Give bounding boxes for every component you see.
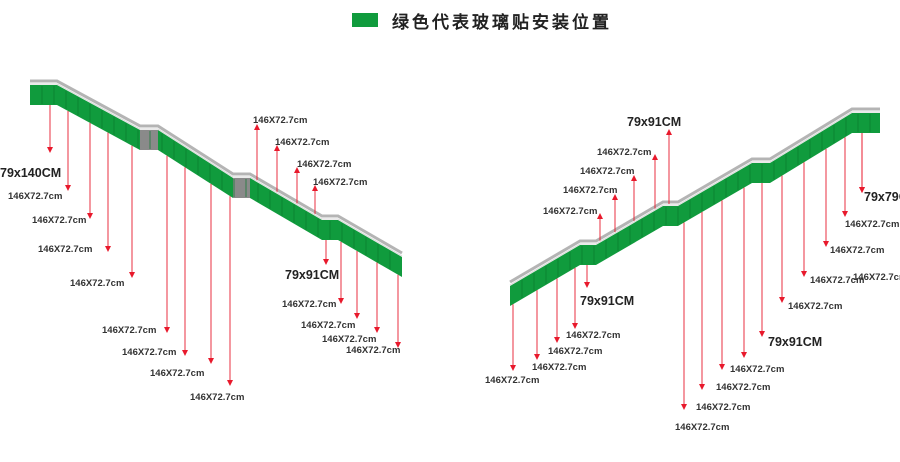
handrail-shadow: [30, 83, 403, 257]
dimension-label: 146X72.7cm: [543, 206, 597, 217]
left-stair: 79x140CM146X72.7cm146X72.7cm146X72.7cm14…: [0, 79, 403, 403]
dimension-label: 79x91CM: [285, 268, 339, 282]
dimension-label: 146X72.7cm: [346, 345, 400, 356]
dimension-label: 146X72.7cm: [8, 191, 62, 202]
glass-band: [510, 113, 880, 306]
dimension-label: 146X72.7cm: [696, 402, 750, 413]
dimension-label: 146X72.7cm: [70, 278, 124, 289]
dimension-label: 146X72.7cm: [830, 245, 884, 256]
dimension-label: 146X72.7cm: [532, 362, 586, 373]
glass-band: [30, 85, 402, 277]
dimension-label: 146X72.7cm: [675, 422, 729, 433]
dimension-label: 79x91CM: [627, 115, 681, 129]
dimension-label: 146X72.7cm: [853, 272, 900, 283]
dimension-label: 146X72.7cm: [845, 219, 899, 230]
dimension-label: 146X72.7cm: [485, 375, 539, 386]
handrail: [509, 107, 880, 284]
legend-swatch: [352, 13, 378, 27]
dimension-label: 146X72.7cm: [548, 346, 602, 357]
dimension-label: 146X72.7cm: [730, 364, 784, 375]
handrail: [30, 79, 403, 255]
dimension-label: 146X72.7cm: [150, 368, 204, 379]
dimension-label: 146X72.7cm: [275, 137, 329, 148]
dimension-label: 146X72.7cm: [788, 301, 842, 312]
dimension-label: 146X72.7cm: [38, 244, 92, 255]
dimension-label: 146X72.7cm: [580, 166, 634, 177]
dimension-label: 146X72.7cm: [322, 334, 376, 345]
dimension-label: 79x79CM: [864, 190, 900, 204]
landing-post: [140, 130, 158, 150]
dimension-label: 146X72.7cm: [282, 299, 336, 310]
dimension-label: 146X72.7cm: [32, 215, 86, 226]
dimension-label: 146X72.7cm: [563, 185, 617, 196]
dimension-label: 146X72.7cm: [566, 330, 620, 341]
legend: 绿色代表玻璃贴安装位置: [352, 8, 612, 33]
dimension-label: 146X72.7cm: [313, 177, 367, 188]
right-stair: 79x91CM146X72.7cm146X72.7cm146X72.7cm146…: [485, 107, 900, 433]
dimension-label: 146X72.7cm: [716, 382, 770, 393]
dimension-label: 146X72.7cm: [810, 275, 864, 286]
dimension-label: 146X72.7cm: [190, 392, 244, 403]
dimension-label: 146X72.7cm: [122, 347, 176, 358]
dimension-label: 79x91CM: [580, 294, 634, 308]
legend-title: 绿色代表玻璃贴安装位置: [392, 12, 612, 33]
dimension-label: 146X72.7cm: [102, 325, 156, 336]
dimension-label: 146X72.7cm: [597, 147, 651, 158]
dimension-label: 79x140CM: [0, 166, 61, 180]
handrail-shadow: [509, 111, 880, 286]
dimension-label: 146X72.7cm: [301, 320, 355, 331]
dimension-label: 146X72.7cm: [297, 159, 351, 170]
landing-post: [233, 178, 250, 198]
dimension-label: 146X72.7cm: [253, 115, 307, 126]
dimension-label: 79x91CM: [768, 335, 822, 349]
